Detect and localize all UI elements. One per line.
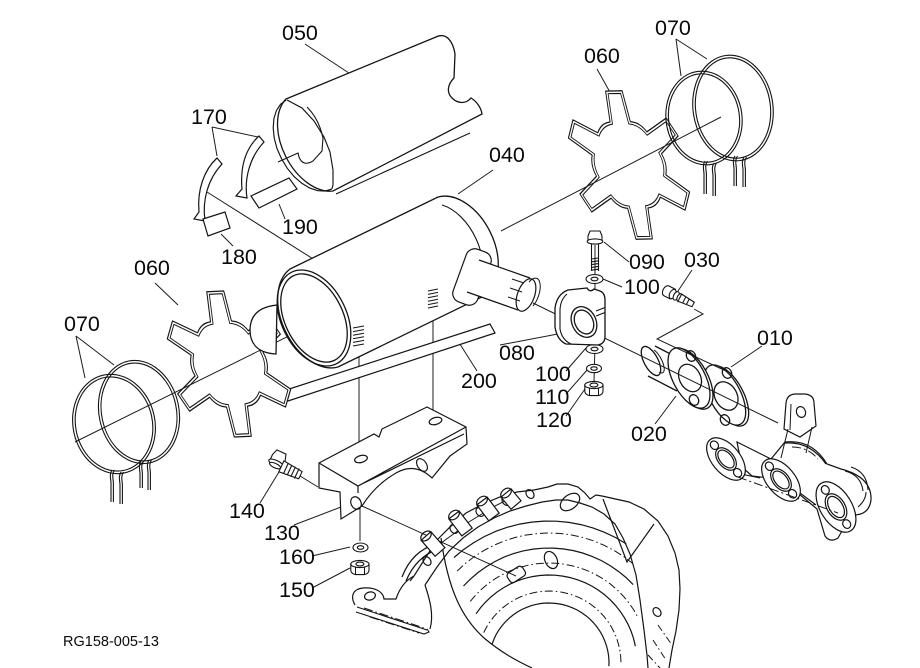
- svg-text:050: 050: [282, 21, 318, 45]
- svg-text:010: 010: [757, 326, 793, 350]
- svg-text:060: 060: [134, 256, 170, 280]
- svg-text:020: 020: [631, 422, 667, 446]
- svg-text:RG158-005-13: RG158-005-13: [63, 634, 159, 650]
- svg-text:060: 060: [584, 44, 620, 68]
- svg-text:090: 090: [629, 250, 665, 274]
- svg-text:170: 170: [191, 105, 227, 129]
- svg-text:080: 080: [499, 341, 535, 365]
- svg-text:160: 160: [279, 545, 315, 569]
- svg-text:200: 200: [461, 369, 497, 393]
- svg-text:140: 140: [229, 499, 265, 523]
- svg-text:180: 180: [221, 245, 257, 269]
- svg-text:030: 030: [684, 248, 720, 272]
- svg-text:070: 070: [655, 16, 691, 40]
- svg-text:110: 110: [535, 385, 569, 409]
- svg-text:070: 070: [64, 312, 100, 336]
- svg-text:040: 040: [489, 143, 525, 167]
- svg-text:150: 150: [279, 578, 315, 602]
- svg-text:100: 100: [535, 362, 571, 386]
- svg-text:120: 120: [536, 408, 572, 432]
- svg-text:190: 190: [282, 215, 318, 239]
- svg-text:100: 100: [624, 275, 660, 299]
- svg-text:130: 130: [264, 521, 300, 545]
